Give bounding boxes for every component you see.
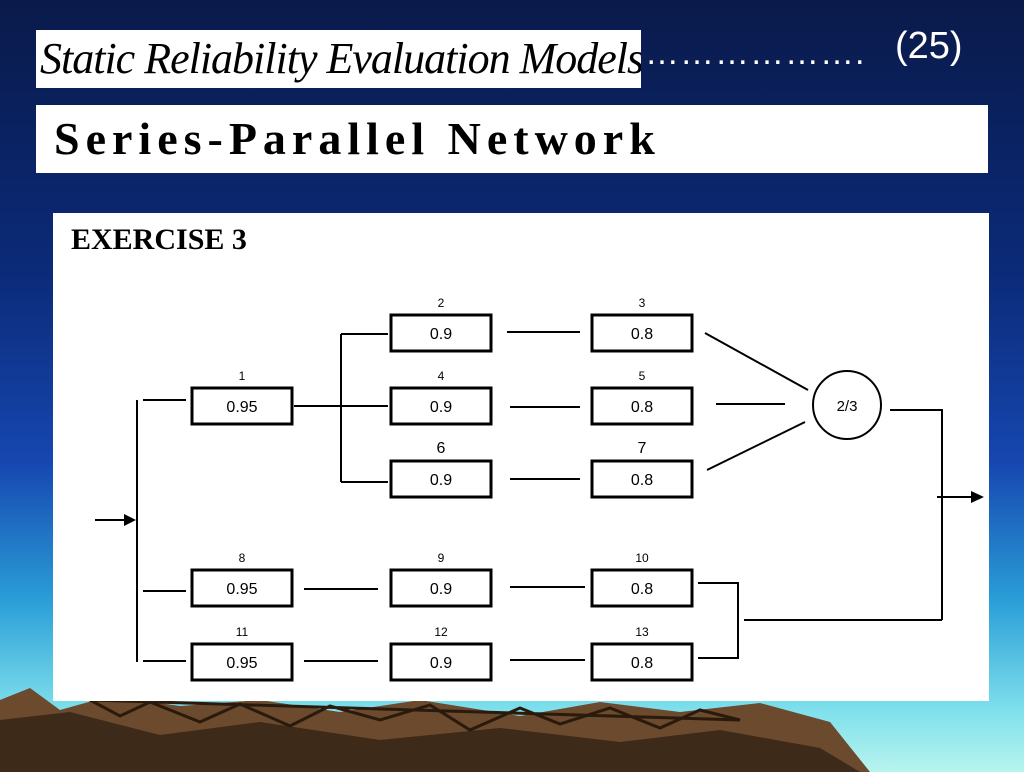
lower-parallel-join bbox=[698, 582, 739, 659]
voter-output bbox=[890, 409, 943, 620]
block-13-label: 13 bbox=[635, 625, 649, 639]
link-3-voter bbox=[704, 332, 809, 391]
link-7-voter bbox=[706, 421, 806, 471]
slide-title: Static Reliability Evaluation Models bbox=[36, 30, 641, 88]
slide-number: (25) bbox=[895, 25, 963, 67]
block-1-label: 1 bbox=[239, 369, 246, 383]
block-11-reliability: 0.95 bbox=[226, 655, 257, 672]
block-9-reliability: 0.9 bbox=[430, 581, 452, 598]
block-12-reliability: 0.9 bbox=[430, 655, 452, 672]
slide-subtitle: Series-Parallel Network bbox=[36, 105, 988, 173]
block-2-label: 2 bbox=[438, 296, 445, 310]
block-5-reliability: 0.8 bbox=[631, 399, 653, 416]
block-3-label: 3 bbox=[639, 296, 646, 310]
block-10-label: 10 bbox=[635, 551, 649, 565]
block-8-label: 8 bbox=[239, 551, 246, 565]
block-5-label: 5 bbox=[639, 369, 646, 383]
network-diagram: 0.95 1 0.9 2 0.8 3 0.9 4 0.8 5 0.9 6 0.8 7 0.95 8 0.9 9 0.… bbox=[95, 296, 984, 682]
voter-circle bbox=[812, 370, 882, 440]
block-13-reliability: 0.8 bbox=[631, 655, 653, 672]
block-12-label: 12 bbox=[434, 625, 448, 639]
block-4-label: 4 bbox=[438, 369, 445, 383]
component-block-1 bbox=[190, 386, 294, 426]
block-11-label: 11 bbox=[236, 625, 249, 639]
mountain-shadow bbox=[0, 712, 860, 772]
diagram-panel: EXERCISE 3 0.95 1 0.9 2 0.8 3 0.9 4 0.8 5 0.9 6 0.8 7… bbox=[53, 213, 989, 701]
component-block-6 bbox=[389, 459, 493, 499]
block-8-reliability: 0.95 bbox=[226, 581, 257, 598]
block-3-reliability: 0.8 bbox=[631, 326, 653, 343]
block-2-reliability: 0.9 bbox=[430, 326, 452, 343]
component-block-2 bbox=[389, 313, 493, 353]
block-9-label: 9 bbox=[438, 551, 445, 565]
component-block-4 bbox=[389, 386, 493, 426]
component-block-9 bbox=[389, 568, 493, 608]
block-1-reliability: 0.95 bbox=[226, 399, 257, 416]
block-6-reliability: 0.9 bbox=[430, 472, 452, 489]
block-10-reliability: 0.8 bbox=[631, 581, 653, 598]
component-block-11 bbox=[190, 642, 294, 682]
title-dots: ………………. bbox=[645, 34, 866, 72]
exercise-title: EXERCISE 3 bbox=[71, 223, 247, 256]
block-7-label: 7 bbox=[638, 440, 647, 457]
block-6-label: 6 bbox=[437, 440, 446, 457]
block-4-reliability: 0.9 bbox=[430, 399, 452, 416]
output-arrow-head bbox=[971, 491, 984, 503]
component-block-3 bbox=[590, 313, 694, 353]
voter-label: 2/3 bbox=[837, 398, 858, 415]
component-block-8 bbox=[190, 568, 294, 608]
mountain-ridge bbox=[89, 698, 741, 732]
block-7-reliability: 0.8 bbox=[631, 472, 653, 489]
component-block-5 bbox=[590, 386, 694, 426]
component-block-10 bbox=[590, 568, 694, 608]
component-block-12 bbox=[389, 642, 493, 682]
component-block-7 bbox=[590, 459, 694, 499]
component-block-13 bbox=[590, 642, 694, 682]
input-arrow-head bbox=[124, 514, 136, 526]
